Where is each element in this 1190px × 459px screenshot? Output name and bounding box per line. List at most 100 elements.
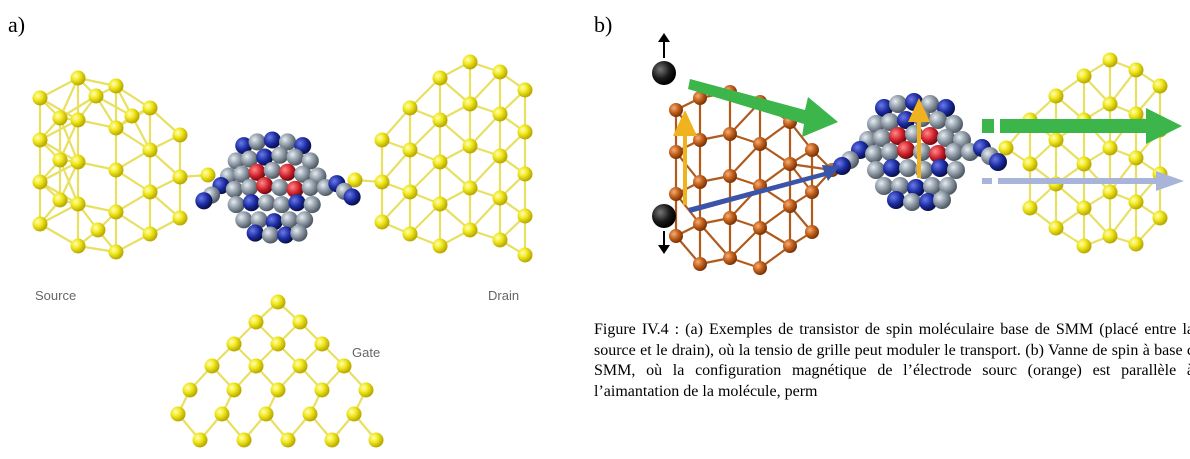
spin-down-electron (652, 204, 676, 254)
molecule-atom (889, 95, 907, 113)
gold-atom (1022, 200, 1038, 216)
drain-atom (462, 96, 478, 112)
molecule-atom (929, 111, 947, 129)
gate-atom (270, 382, 286, 398)
copper-atom (723, 211, 737, 225)
source-bond (58, 117, 80, 163)
molecule-atom (907, 179, 925, 197)
drain-atom (517, 208, 533, 224)
source-atom (32, 132, 48, 148)
molecule-atom (989, 153, 1007, 171)
copper-atom (669, 103, 683, 117)
molecule-atom (240, 178, 259, 197)
gold-atom (1128, 194, 1144, 210)
gate-atom (248, 358, 264, 374)
source-bond (58, 159, 80, 205)
drain-atom (517, 247, 533, 263)
molecule-atom (296, 211, 314, 229)
gate-atom (314, 382, 330, 398)
molecule-atom (897, 111, 915, 129)
copper-atom (805, 143, 819, 157)
gate-atom (292, 358, 308, 374)
molecule-atom (833, 157, 851, 175)
gate-atom (270, 336, 286, 352)
spin-up-transport-arrow (688, 79, 838, 137)
copper-atom (693, 217, 707, 231)
drain-atom (462, 138, 478, 154)
source-atom (172, 127, 188, 143)
source-electrode-lattice (32, 70, 216, 260)
molecule-atom (235, 137, 253, 155)
gold-atom (1076, 200, 1092, 216)
gate-atom (292, 314, 308, 330)
copper-atom (693, 175, 707, 189)
molecule-atom (881, 113, 899, 131)
molecule-atom (290, 224, 308, 242)
gold-drain-electrode-lattice (998, 52, 1168, 254)
gold-atom (1102, 228, 1118, 244)
gate-electrode-lattice (170, 294, 384, 448)
molecule-atom (937, 129, 955, 147)
drain-atom (432, 238, 448, 254)
gate-atom (226, 382, 242, 398)
molecule-atom (258, 194, 276, 212)
drain-atom (462, 54, 478, 70)
gate-atom (214, 406, 230, 422)
drain-atom (517, 82, 533, 98)
source-atom (70, 154, 86, 170)
molecule-atom (929, 145, 947, 163)
gate-atom (346, 406, 362, 422)
gate-atom (182, 382, 198, 398)
molecule-atom (227, 196, 245, 214)
gold-atom (1128, 106, 1144, 122)
copper-bond (729, 227, 761, 259)
molecule-atom (280, 211, 298, 229)
drain-atom (432, 196, 448, 212)
source-atom (108, 204, 124, 220)
molecule-atom (246, 224, 264, 242)
molecule-atom (919, 193, 937, 211)
copper-atom (783, 157, 797, 171)
source-atom (124, 108, 140, 124)
molecule-atom (301, 178, 319, 197)
source-atom (108, 162, 124, 178)
drain-atom (432, 70, 448, 86)
gate-atom (270, 294, 286, 310)
copper-atom (753, 137, 767, 151)
gate-atom (280, 432, 296, 448)
source-atom (32, 90, 48, 106)
drain-atom (492, 190, 508, 206)
copper-atom (805, 185, 819, 199)
copper-atom (669, 187, 683, 201)
source-magnetization-arrow (673, 110, 697, 205)
molecule-atom (256, 148, 274, 166)
source-atom (90, 222, 106, 238)
drain-atom (492, 232, 508, 248)
molecule-magnetization-arrow (908, 98, 930, 178)
spin-down-transport-arrow (688, 165, 840, 213)
gold-atom (1128, 62, 1144, 78)
drain-atom (517, 124, 533, 140)
drain-atom (462, 180, 478, 196)
gate-atom (314, 336, 330, 352)
molecule-atom (271, 178, 289, 197)
molecule-atom (875, 99, 893, 117)
drain-atom (492, 64, 508, 80)
molecule-atom (865, 145, 883, 163)
molecule-atom (931, 159, 949, 177)
molecule-atom (945, 143, 963, 161)
copper-atom (693, 133, 707, 147)
molecule-atom (273, 196, 291, 214)
molecule-atom (277, 226, 295, 244)
gate-atom (258, 406, 274, 422)
copper-atom (693, 91, 707, 105)
gate-label: Gate (352, 345, 380, 360)
copper-atom (723, 251, 737, 265)
molecule-atom (286, 148, 304, 166)
molecule-atom (883, 159, 901, 177)
gold-atom (1128, 236, 1144, 252)
source-atom (200, 167, 216, 183)
source-atom (70, 112, 86, 128)
source-atom (142, 142, 158, 158)
source-atom (108, 244, 124, 260)
